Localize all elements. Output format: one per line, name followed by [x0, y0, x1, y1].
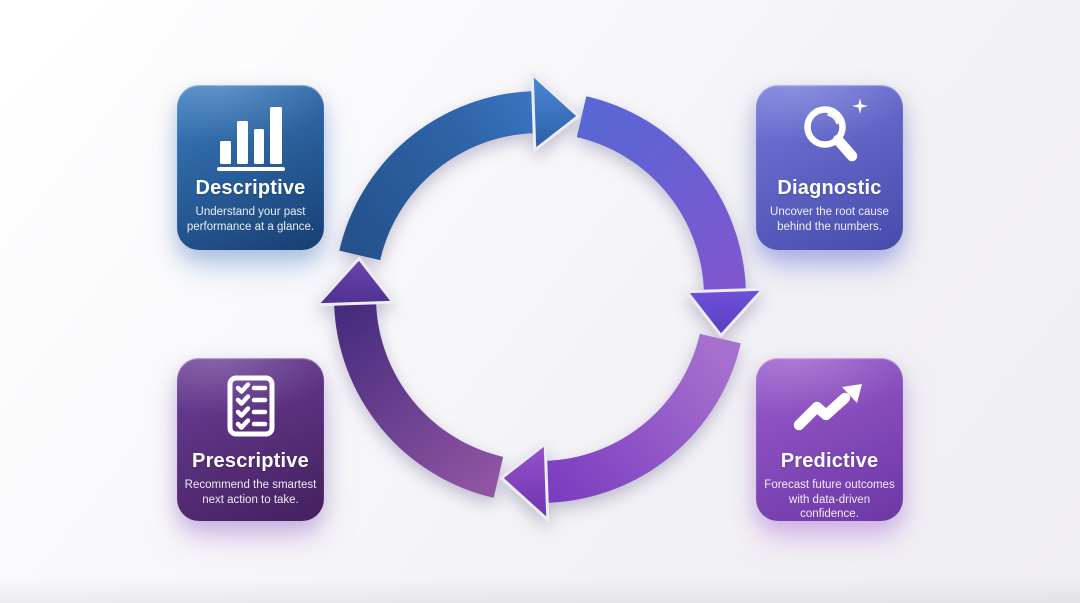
card-subtitle: Understand your past performance at a gl… — [186, 206, 315, 233]
bar-chart-icon — [216, 107, 285, 171]
sparkle-icon — [852, 98, 868, 114]
cycle-arrowhead-bottom-icon — [500, 442, 550, 522]
cycle-arrowhead-top-icon — [530, 72, 580, 152]
trend-up-icon — [793, 384, 862, 431]
card-predictive: Predictive Forecast future outcomes with… — [756, 358, 903, 521]
card-title: Diagnostic — [777, 177, 882, 199]
card-title: Descriptive — [195, 177, 306, 199]
card-subtitle: Uncover the root cause behind the number… — [770, 206, 889, 233]
card-diagnostic: Diagnostic Uncover the root cause behind… — [756, 85, 903, 250]
card-subtitle: Recommend the smartest next action to ta… — [184, 479, 317, 506]
cycle-arc-top-blue — [339, 91, 535, 261]
magnifier-icon — [803, 106, 857, 162]
checklist-icon — [227, 375, 274, 437]
card-title: Prescriptive — [192, 450, 309, 472]
card-subtitle: Forecast future outcomes with data-drive… — [764, 479, 895, 520]
card-title: Predictive — [780, 450, 879, 472]
card-prescriptive: Prescriptive Recommend the smartest next… — [177, 358, 324, 521]
analytics-cycle-diagram — [315, 72, 765, 522]
cycle-arrowhead-right-icon — [685, 287, 765, 337]
cycle-arc-bottom-purple — [545, 333, 741, 503]
card-descriptive: Descriptive Understand your past perform… — [177, 85, 324, 250]
cycle-arc-left-darkpurple — [334, 302, 504, 498]
cycle-arrowhead-left-icon — [315, 257, 395, 307]
cycle-arc-right-indigo — [576, 96, 746, 292]
